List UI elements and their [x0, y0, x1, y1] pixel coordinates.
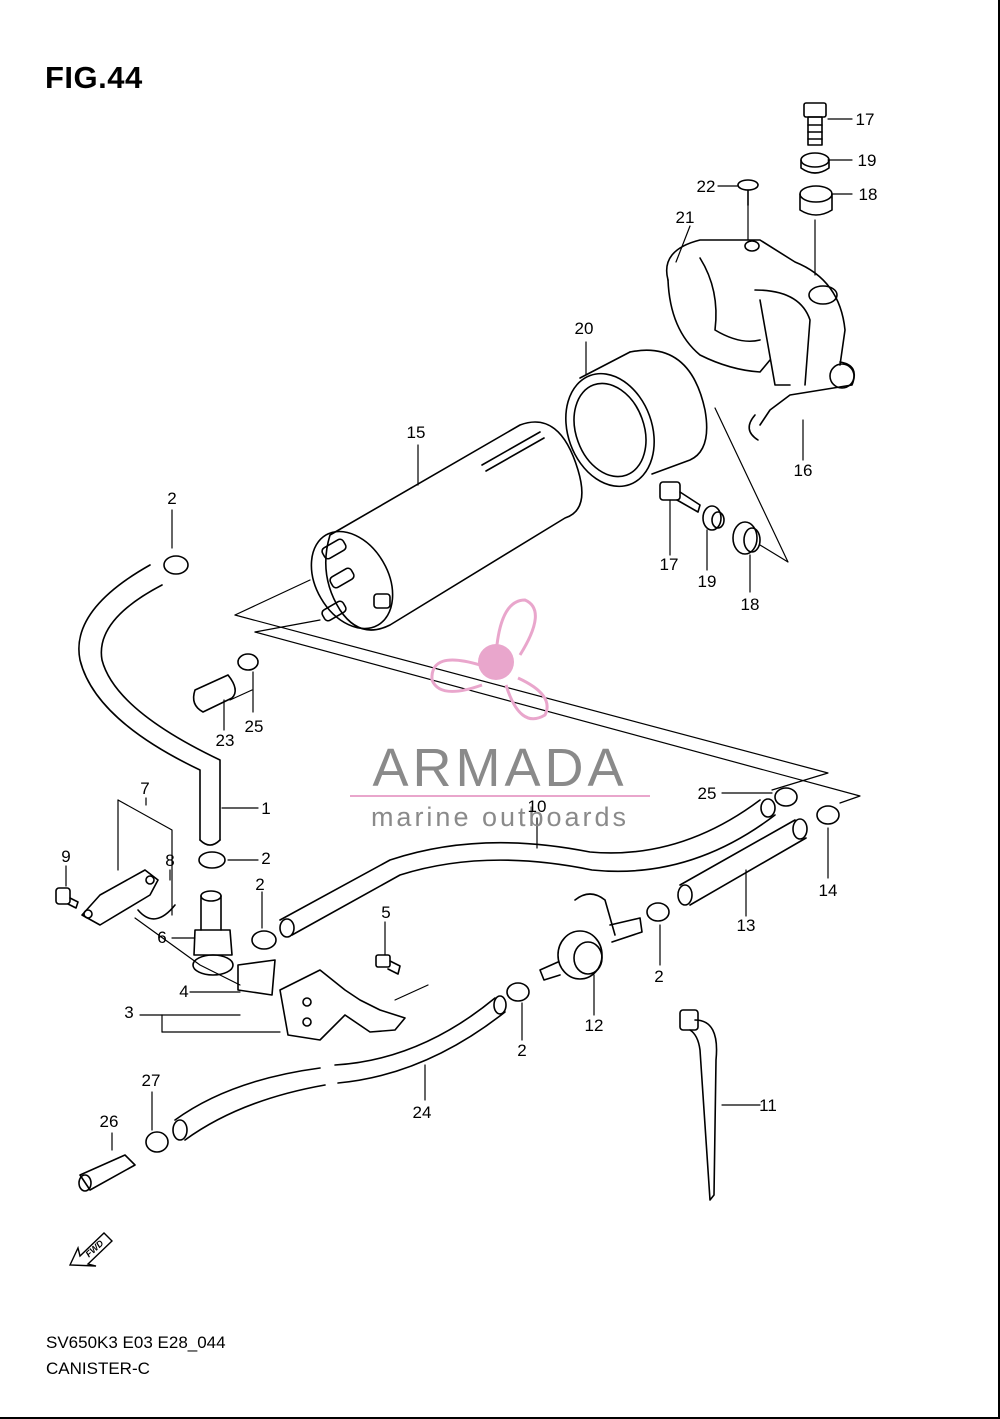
- callout-6: 6: [157, 928, 166, 947]
- hose-clips: [145, 555, 840, 1153]
- cable-tie-part: [679, 1009, 718, 1201]
- callout-17: 17: [856, 110, 875, 129]
- callout-15: 15: [407, 423, 426, 442]
- collar-top-part: [800, 152, 830, 174]
- hose-1-part: [78, 564, 221, 846]
- bolt-lower-part: [659, 481, 701, 513]
- callout-2: 2: [261, 849, 270, 868]
- propeller-hub-icon: [478, 644, 514, 680]
- valve-part: [539, 893, 643, 981]
- hose-13-part: [677, 818, 808, 906]
- figure-title: FIG.44: [45, 60, 143, 95]
- canister-bracket-part: [666, 239, 856, 441]
- canister-part: [310, 421, 583, 631]
- canister-sleeve-part: [565, 349, 708, 488]
- callout-12: 12: [585, 1016, 604, 1035]
- callout-1: 1: [261, 799, 270, 818]
- callout-25: 25: [698, 784, 717, 803]
- callout-2: 2: [517, 1041, 526, 1060]
- callout-19: 19: [698, 572, 717, 591]
- callout-11: 11: [759, 1096, 777, 1115]
- fwd-arrow-icon: FWD: [68, 1232, 114, 1267]
- callouts: 2 1 2 2 3 4 5 6 7 8 9 10 11 12 13 14 15 …: [61, 110, 877, 1131]
- group-name: CANISTER-C: [46, 1359, 150, 1378]
- drawing-code: SV650K3 E03 E28_044: [46, 1333, 226, 1352]
- grommet-top-part: [799, 185, 833, 216]
- callout-19: 19: [858, 151, 877, 170]
- hose-24-part: [172, 995, 507, 1141]
- bolt-top-part: [803, 102, 827, 146]
- propeller-logo-icon: [430, 598, 549, 721]
- callout-13: 13: [737, 916, 756, 935]
- bolt-9-part: [55, 887, 79, 909]
- callout-2: 2: [167, 489, 176, 508]
- callout-18: 18: [859, 185, 878, 204]
- callout-27: 27: [142, 1071, 161, 1090]
- callout-17: 17: [660, 555, 679, 574]
- collar-lower-part: [702, 505, 725, 531]
- callout-8: 8: [165, 851, 174, 870]
- callout-18: 18: [741, 595, 760, 614]
- callout-25: 25: [245, 717, 264, 736]
- grommet-lower-part: [732, 521, 761, 555]
- callout-23: 23: [216, 731, 235, 750]
- callout-4: 4: [179, 982, 188, 1001]
- callout-3: 3: [124, 1003, 133, 1022]
- callout-5: 5: [381, 903, 390, 922]
- screw-part: [737, 179, 759, 206]
- callout-16: 16: [794, 461, 813, 480]
- callout-20: 20: [575, 319, 594, 338]
- callout-21: 21: [676, 208, 695, 227]
- watermark-brand: ARMADA: [372, 738, 627, 798]
- hose-10-part: [279, 798, 776, 938]
- callout-10: 10: [528, 797, 547, 816]
- leader-lines: [65, 118, 853, 1151]
- callout-22: 22: [697, 177, 716, 196]
- callout-9: 9: [61, 847, 70, 866]
- callout-2: 2: [255, 875, 264, 894]
- callout-7: 7: [140, 779, 149, 798]
- bracket-part: [237, 959, 406, 1041]
- callout-14: 14: [819, 881, 838, 900]
- watermark: ARMADA marine outboards: [350, 598, 650, 832]
- clamp-holder-part: [81, 869, 176, 926]
- joint-fitting-part: [78, 1154, 136, 1192]
- callout-26: 26: [100, 1112, 119, 1131]
- callout-24: 24: [413, 1103, 432, 1122]
- bolt-5-part: [375, 954, 401, 975]
- watermark-tagline: marine outboards: [371, 802, 629, 832]
- callout-2: 2: [654, 967, 663, 986]
- cap-part: [192, 674, 236, 713]
- pipe-part: [192, 890, 234, 976]
